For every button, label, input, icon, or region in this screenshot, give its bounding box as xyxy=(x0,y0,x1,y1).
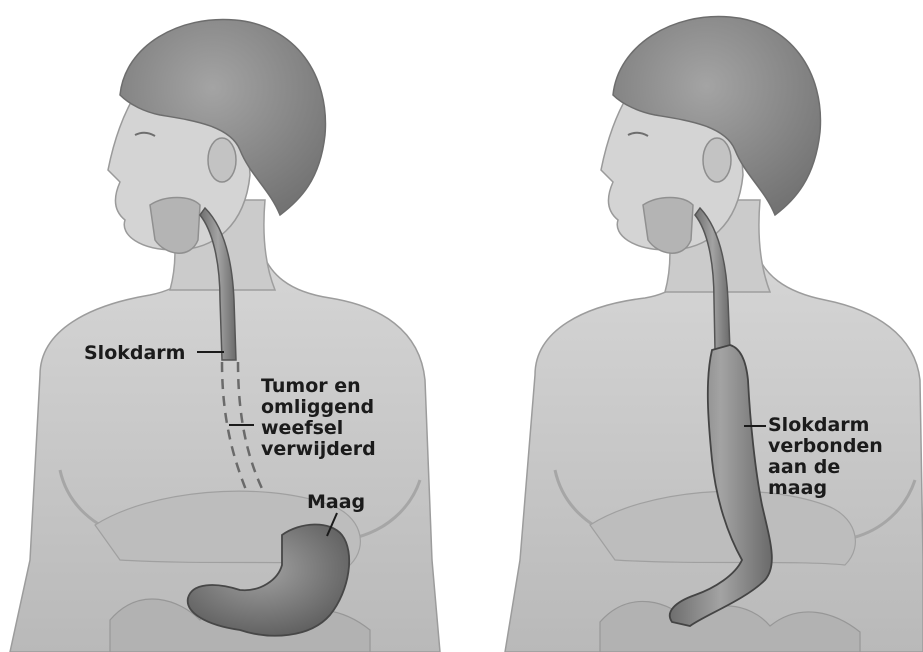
label-connected-line-2: verbonden xyxy=(768,435,883,457)
label-removed-line-2: omliggend xyxy=(261,396,374,418)
label-maag: Maag xyxy=(307,491,365,513)
figure-before xyxy=(10,19,440,652)
label-removed-line-1: Tumor en xyxy=(261,375,361,397)
ear-after xyxy=(703,138,731,182)
label-removed-line-3: weefsel xyxy=(261,417,343,439)
figure-after xyxy=(505,17,923,652)
label-connected-line-3: aan de xyxy=(768,456,840,478)
label-connected-line-1: Slokdarm xyxy=(768,414,869,436)
panel-before: Slokdarm Tumor en omliggend weefsel verw… xyxy=(10,19,440,652)
label-slokdarm-before: Slokdarm xyxy=(84,342,185,364)
panel-after: Slokdarm verbonden aan de maag xyxy=(505,17,923,652)
label-removed-line-4: verwijderd xyxy=(261,438,376,460)
ear-before xyxy=(208,138,236,182)
label-removed-tissue: Tumor en omliggend weefsel verwijderd xyxy=(261,375,381,460)
label-connected-line-4: maag xyxy=(768,477,827,499)
